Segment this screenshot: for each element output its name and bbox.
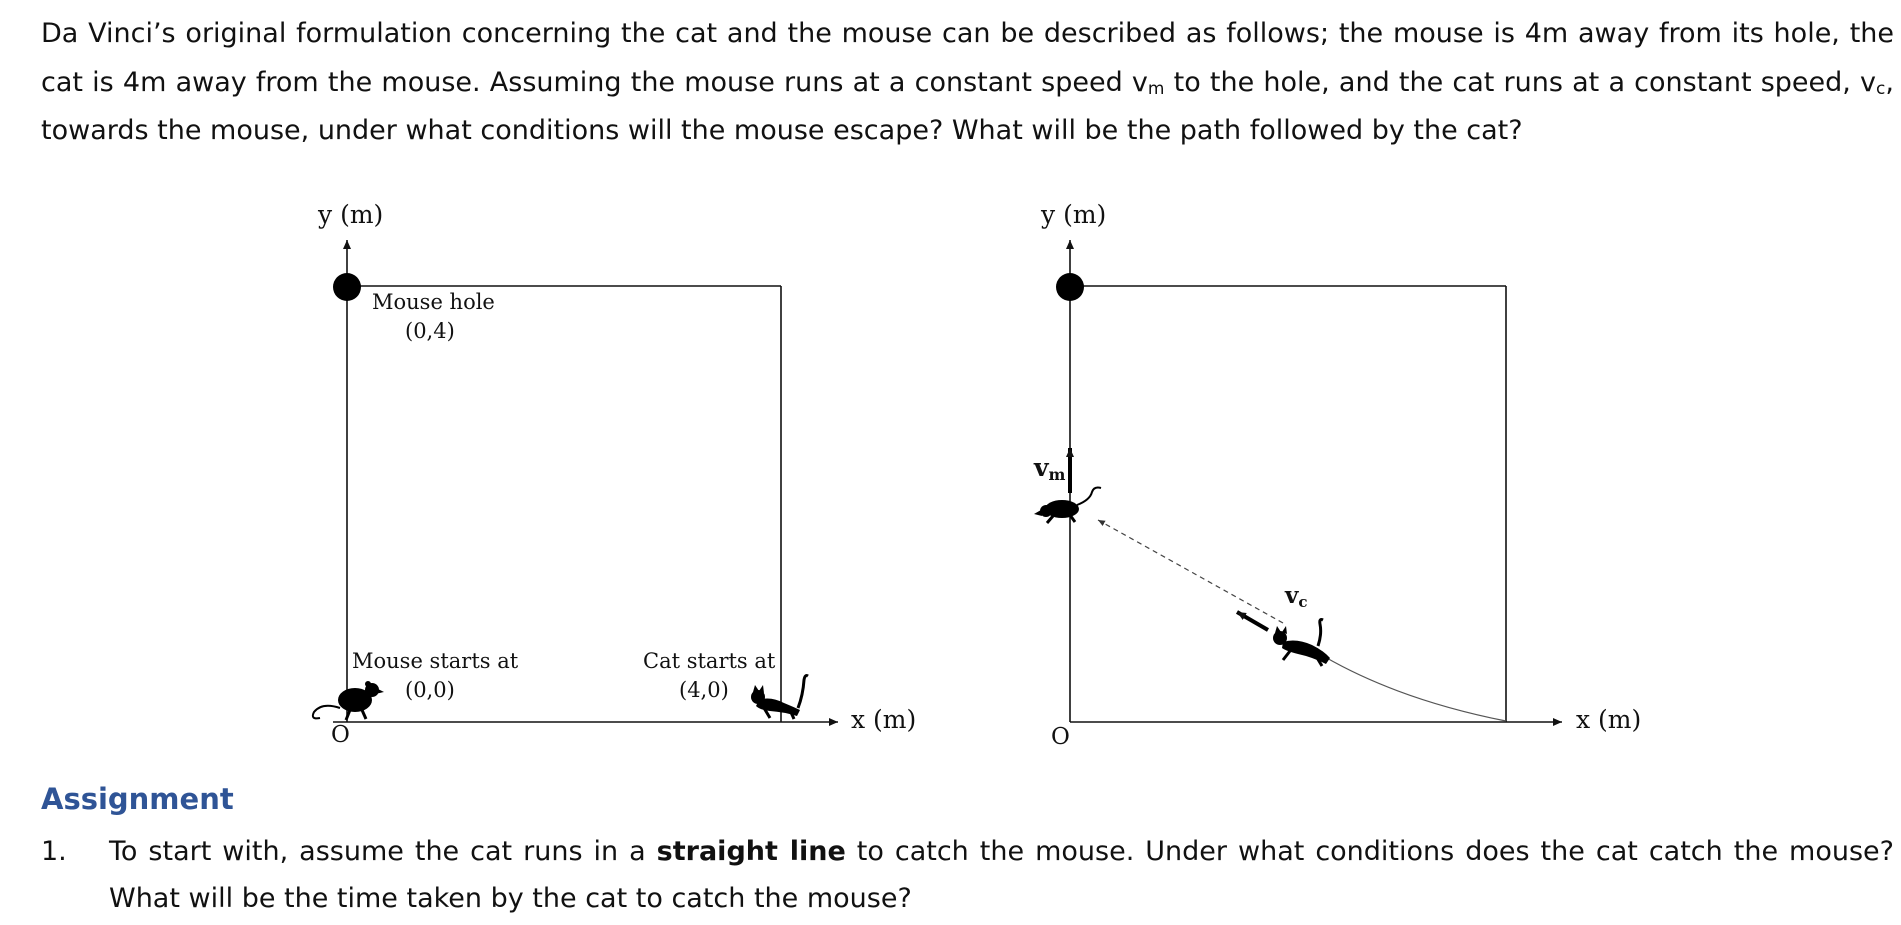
mouse-hole-dot — [333, 273, 361, 301]
left-diagram: y (m) x (m) O Mouse hole (0,4) Mouse sta… — [311, 200, 916, 748]
right-diagram: y (m) x (m) O vm vc — [1033, 200, 1641, 750]
vc-label: vc — [1284, 582, 1308, 611]
cat-start-coords: (4,0) — [679, 678, 729, 702]
vm-subscript: m — [1049, 465, 1066, 484]
item-text-bold: straight line — [656, 836, 846, 867]
cat-start-label: Cat starts at — [643, 649, 776, 673]
intro-text-1: Da Vinci’s original formulation concerni… — [41, 18, 1894, 98]
left-x-axis-label: x (m) — [851, 705, 916, 734]
cat-velocity-arrow — [1235, 610, 1270, 632]
right-origin-label: O — [1051, 724, 1070, 750]
vm-label: vm — [1033, 453, 1066, 484]
running-mouse-icon — [1034, 486, 1102, 524]
left-y-axis-label: y (m) — [317, 200, 383, 229]
item-text-before: To start with, assume the cat runs in a — [109, 836, 657, 867]
right-x-axis-label: x (m) — [1576, 705, 1641, 734]
mouse-start-label: Mouse starts at — [352, 649, 519, 673]
running-cat-icon — [1273, 618, 1330, 667]
mouse-hole-label: Mouse hole — [372, 290, 495, 314]
intro-text-3: , towards the mouse, under what conditio… — [41, 66, 1894, 147]
cat-pursuit-curve — [1324, 656, 1507, 722]
subscript-c: c — [1876, 78, 1886, 99]
item-text-after: to catch the mouse. Under what condition… — [109, 836, 1894, 914]
cat-line-of-sight — [1097, 519, 1284, 624]
subscript-m: m — [1147, 78, 1165, 99]
vc-main: v — [1284, 582, 1299, 609]
mouse-hole-coords: (0,4) — [405, 319, 455, 343]
mouse-icon — [311, 681, 384, 721]
cat-icon — [751, 674, 809, 720]
vc-subscript: c — [1298, 593, 1307, 611]
right-y-axis-label: y (m) — [1040, 200, 1106, 229]
item-text: To start with, assume the cat runs in a … — [109, 828, 1894, 922]
vm-main: v — [1033, 453, 1050, 482]
intro-text-2: to the hole, and the cat runs at a const… — [1164, 66, 1877, 98]
mouse-start-coords: (0,0) — [405, 678, 455, 702]
cat-mouse-figure: y (m) x (m) O Mouse hole (0,4) Mouse sta… — [311, 200, 1641, 750]
assignment-item-1: 1. To start with, assume the cat runs in… — [41, 828, 1894, 922]
left-origin-label: O — [331, 722, 350, 748]
item-number: 1. — [41, 836, 67, 867]
assignment-heading: Assignment — [41, 782, 234, 816]
right-mouse-hole-dot — [1056, 273, 1084, 301]
problem-statement: Da Vinci’s original formulation concerni… — [41, 10, 1894, 156]
